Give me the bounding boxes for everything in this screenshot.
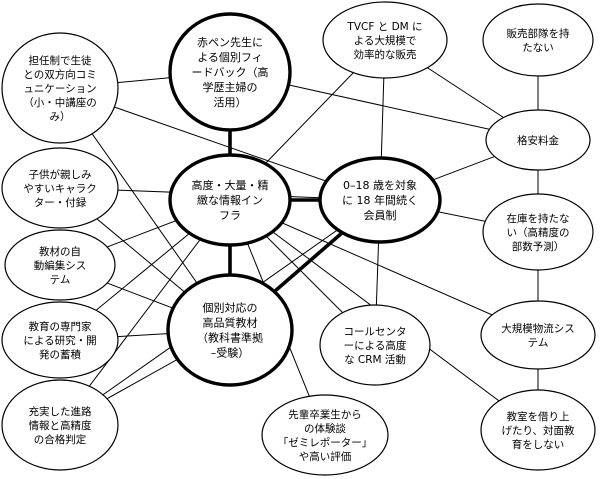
node-label-auto_edit-0: 教材の自	[39, 245, 81, 258]
node-label-callcenter-0: コールセンタ	[344, 326, 407, 338]
node-label-membership-2: 会員制	[364, 209, 397, 222]
node-label-exam_info-0: 充実した進路	[29, 405, 92, 418]
node-label-seniors-0: 先輩卒業生から	[288, 408, 362, 421]
node-label-materials-0: 個別対応の	[203, 301, 258, 315]
node-label-akapen-3: 学歴主婦の	[203, 80, 258, 94]
node-label-membership-1: に 18 年間続く	[342, 193, 418, 207]
node-shape-no_class	[480, 389, 596, 471]
node-label-akapen-2: ードバック（高	[192, 65, 269, 79]
node-shape-info_infra	[168, 153, 292, 247]
node-label-tutor-1: との双方向コミ	[23, 68, 96, 81]
node-shape-exam_info	[1, 379, 119, 471]
node-label-no_stock-2: 部数予測）	[512, 240, 565, 253]
node-shape-akapen	[168, 12, 292, 132]
node-label-info_infra-1: 緻な情報イン	[197, 194, 263, 207]
node-label-price-0: 格安料金	[517, 134, 559, 147]
node-label-auto_edit-2: テム	[50, 274, 71, 286]
node-label-no_stock-1: い（高精度の	[507, 226, 570, 239]
node-label-character-0: 子供が親しみ	[29, 168, 92, 181]
node-price: 格安料金	[485, 109, 591, 171]
node-label-exam_info-2: の合格判定	[34, 433, 87, 446]
node-label-seniors-3: や高い評価	[299, 450, 352, 463]
node-label-tutor-4: み）	[50, 111, 71, 123]
node-label-tutor-3: （小・中講座の	[23, 96, 97, 109]
node-label-materials-2: （教科書準拠	[197, 331, 263, 345]
node-label-exam_info-1: 情報と高精度	[29, 419, 92, 432]
node-label-no_class-0: 教室を借り上	[507, 410, 570, 423]
node-label-akapen-0: 赤ペン先生に	[197, 35, 263, 49]
node-label-membership-0: 0–18 歳を対象	[343, 178, 417, 192]
node-label-materials-1: 高品質教材	[203, 316, 258, 330]
node-shape-seniors	[261, 394, 389, 476]
node-shape-experts	[1, 301, 119, 379]
node-label-logistics-1: テム	[528, 337, 549, 349]
node-label-experts-2: 発の蓄積	[39, 348, 81, 361]
node-label-akapen-4: 活用）	[214, 96, 247, 109]
node-label-character-2: ター・付録	[34, 196, 87, 209]
node-shape-character	[1, 147, 119, 229]
edges	[59, 39, 539, 436]
node-label-experts-1: による研究・開	[23, 334, 96, 347]
node-shape-tutor	[1, 32, 119, 144]
node-label-tvcf-1: よる大規模で	[354, 34, 417, 47]
node-label-info_infra-2: フラ	[219, 209, 241, 222]
node-shape-callcenter	[319, 304, 431, 386]
node-label-callcenter-1: ーによる高度	[344, 339, 407, 352]
node-shape-tvcf	[322, 1, 448, 79]
node-shape-auto_edit	[4, 229, 116, 301]
node-label-no_sales-0: 販売部隊を持	[507, 27, 570, 40]
node-label-tvcf-2: 効率的な販売	[354, 48, 417, 61]
node-shape-price	[485, 109, 591, 171]
node-label-no_class-2: 育をしない	[512, 438, 565, 451]
node-label-materials-3: –受験）	[211, 346, 250, 360]
node-label-tvcf-0: TVCF と DM に	[346, 21, 422, 33]
node-label-experts-0: 教育の専門家	[29, 320, 92, 333]
node-shape-no_sales	[482, 3, 594, 77]
node-shape-no_stock	[482, 193, 594, 271]
node-label-no_sales-1: たない	[522, 42, 554, 54]
node-label-no_class-1: げたり、対面教	[501, 424, 575, 437]
node-shape-membership	[318, 156, 442, 244]
node-label-tutor-2: ュニケーション	[23, 83, 96, 95]
node-label-seniors-2: 「ゼミレポーター」	[278, 437, 373, 449]
node-label-akapen-1: よる個別フィ	[197, 51, 262, 64]
node-label-callcenter-2: な CRM 活動	[344, 353, 406, 366]
node-label-info_infra-0: 高度・大量・精	[192, 178, 269, 192]
node-label-no_stock-0: 在庫を持たな	[507, 212, 570, 225]
node-shape-materials	[166, 273, 294, 387]
node-label-tutor-0: 担任制で生徒	[29, 54, 92, 67]
node-shape-logistics	[480, 300, 596, 370]
node-label-character-1: やすいキャラク	[23, 183, 97, 195]
node-label-logistics-0: 大規模物流シス	[501, 322, 575, 335]
node-label-auto_edit-1: 動編集シス	[34, 259, 87, 272]
node-label-seniors-1: の体験談	[304, 422, 346, 435]
